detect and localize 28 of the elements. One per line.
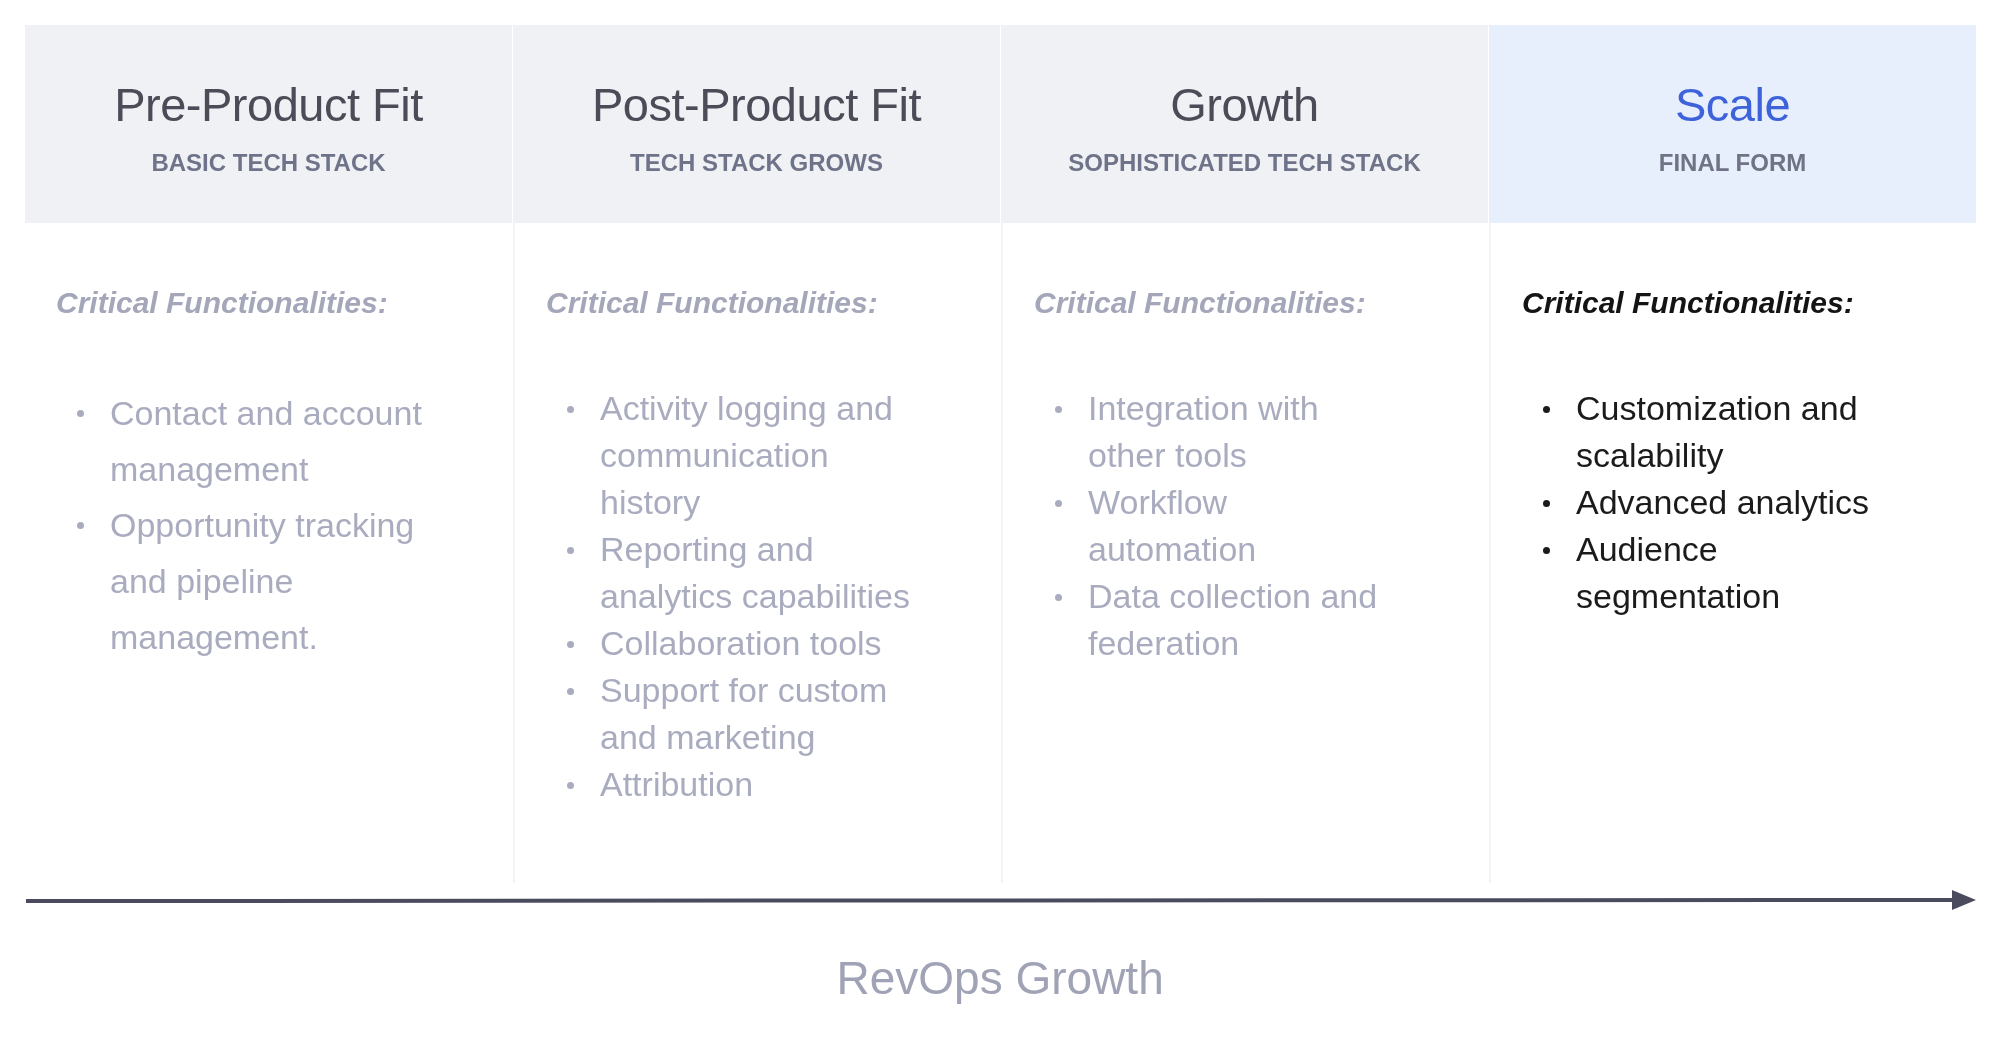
- stage-title: Growth: [1169, 77, 1320, 133]
- stage-subtitle: TECH STACK GROWS: [629, 148, 884, 178]
- bullet-item: Attribution: [567, 761, 920, 808]
- bullet-item: Contact and account management: [77, 385, 430, 497]
- section-heading: Critical Functionalities:: [56, 285, 388, 321]
- axis-label: RevOps Growth: [836, 951, 1164, 1006]
- stage-header: [1001, 25, 1488, 223]
- stage-subtitle: SOPHISTICATED TECH STACK: [1067, 148, 1422, 178]
- bullet-item: Workflow automation: [1055, 479, 1393, 573]
- bullet-item: Advanced analytics: [1543, 479, 1896, 526]
- bullet-item: Reporting and analytics capabilities: [567, 526, 920, 620]
- stage-subtitle: FINAL FORM: [1657, 148, 1808, 178]
- stage-title: Pre-Product Fit: [113, 77, 424, 133]
- section-heading: Critical Functionalities:: [546, 285, 878, 321]
- bullet-item: Audience segmentation: [1543, 526, 1896, 620]
- stage-title: Post-Product Fit: [591, 77, 923, 133]
- bullet-item: Support for custom and marketing: [567, 667, 920, 761]
- bullet-item: Opportunity tracking and pipeline management.: [77, 497, 430, 665]
- stage-title: Scale: [1673, 77, 1792, 133]
- bullet-item: Collaboration tools: [567, 620, 920, 667]
- bullet-item: Activity logging and communication history: [567, 385, 920, 526]
- stage-subtitle: BASIC TECH STACK: [150, 148, 387, 178]
- bullet-item: Data collection and federation: [1055, 573, 1393, 667]
- bullet-item: Customization and scalability: [1543, 385, 1896, 479]
- stage-header: [1489, 25, 1976, 223]
- section-heading: Critical Functionalities:: [1522, 285, 1854, 321]
- section-heading: Critical Functionalities:: [1034, 285, 1366, 321]
- bullet-item: Integration with other tools: [1055, 385, 1393, 479]
